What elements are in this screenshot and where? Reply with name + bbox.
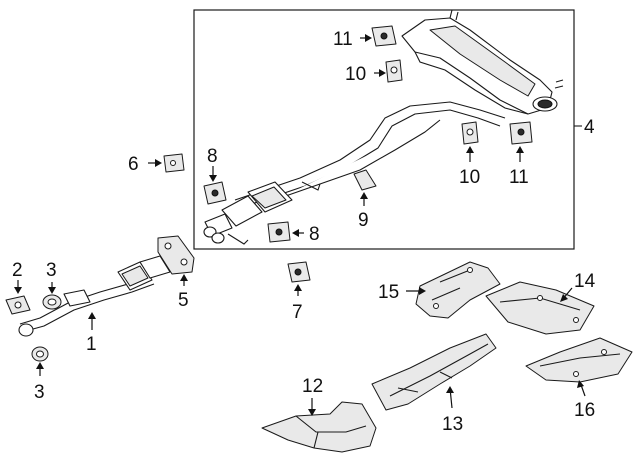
part-8-hanger-upper (203, 181, 227, 205)
callout-11-lower: 11 (509, 167, 529, 188)
callout-16: 16 (574, 400, 595, 421)
callout-3-upper: 3 (46, 260, 57, 281)
callout-13: 13 (442, 414, 463, 435)
callout-11-top: 11 (333, 29, 353, 50)
callout-14: 14 (574, 271, 596, 292)
part-7-hanger (287, 261, 311, 283)
callout-1: 1 (86, 334, 97, 355)
part-14-heat-shield (485, 281, 595, 335)
part-6-gasket (163, 153, 185, 173)
callout-10-top: 10 (345, 64, 366, 85)
part-2-flange (5, 295, 31, 315)
part-10-bracket-lower (461, 121, 479, 145)
part-9-bracket (353, 169, 377, 191)
part-11-hanger-lower (509, 121, 533, 145)
part-11-hanger-top (371, 25, 397, 47)
rear-muffler-assembly (203, 9, 564, 245)
callout-3-lower: 3 (34, 382, 45, 403)
callout-4: 4 (584, 117, 595, 138)
part-5-gasket (157, 235, 195, 275)
part-1-front-pipe (18, 255, 171, 337)
part-3-nut-lower (31, 346, 49, 362)
rear-assembly-frame (193, 9, 575, 250)
part-12-heat-shield (261, 401, 377, 453)
callout-arrows (14, 34, 586, 416)
callout-5: 5 (178, 290, 189, 311)
callout-12: 12 (302, 376, 323, 397)
callout-2: 2 (12, 260, 23, 281)
callout-10-lower: 10 (459, 167, 480, 188)
part-10-bracket-top (385, 59, 403, 83)
callout-8-lower: 8 (309, 224, 320, 245)
part-8-hanger-lower (267, 221, 291, 243)
part-13-heat-shield (371, 333, 497, 411)
callout-9: 9 (358, 210, 369, 231)
callout-8-upper: 8 (207, 146, 218, 167)
part-16-heat-shield (525, 337, 633, 383)
part-15-heat-shield (415, 261, 501, 319)
callout-7: 7 (292, 302, 303, 323)
callout-15: 15 (378, 282, 399, 303)
part-3-gasket-upper (42, 294, 62, 310)
callout-6: 6 (128, 154, 139, 175)
